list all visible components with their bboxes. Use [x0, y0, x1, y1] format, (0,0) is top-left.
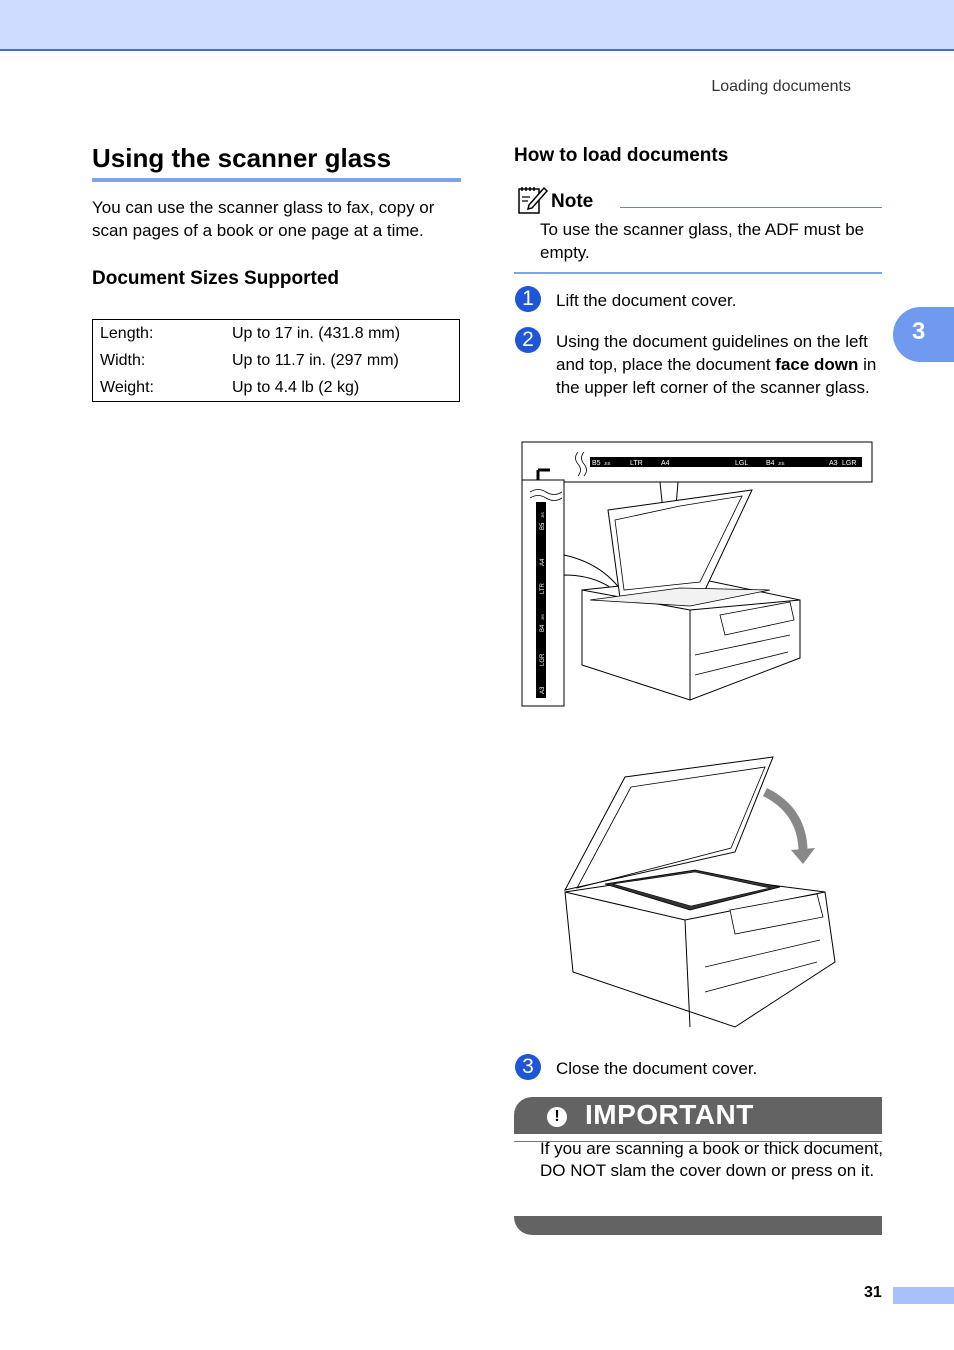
note-pencil-icon: [518, 186, 549, 214]
important-footer-bar: [514, 1216, 882, 1235]
guide-label: JIS: [540, 614, 545, 620]
page-tab: [893, 1287, 954, 1304]
size-value: Up to 11.7 in. (297 mm): [232, 351, 399, 369]
running-head: Loading documents: [711, 78, 851, 95]
size-value: Up to 4.4 lb (2 kg): [232, 378, 360, 396]
table-row: Width: Up to 11.7 in. (297 mm): [93, 347, 460, 374]
intro-paragraph: You can use the scanner glass to fax, co…: [92, 198, 435, 240]
guide-label: A4: [540, 558, 546, 566]
important-text: If you are scanning a book or thick docu…: [540, 1139, 884, 1180]
size-value: Up to 17 in. (431.8 mm): [232, 324, 401, 342]
important-bar: [514, 1097, 882, 1134]
step-2-text: Using the document guidelines on the lef…: [556, 330, 886, 399]
important-rule: [514, 1141, 882, 1142]
guide-label: LGR: [842, 460, 856, 467]
note-rule: [620, 207, 882, 208]
guide-label: B5: [592, 460, 601, 467]
chapter-number: 3: [912, 318, 926, 345]
step-2-bold: face down: [775, 355, 859, 374]
guide-label: LTR: [630, 460, 643, 467]
note-label: Note: [551, 191, 594, 212]
guide-label: A3: [540, 686, 546, 694]
table-row: Weight: Up to 4.4 lb (2 kg): [93, 374, 460, 402]
guide-label: A4: [661, 460, 670, 467]
step-3-badge: 3: [515, 1054, 541, 1080]
important-label: IMPORTANT: [585, 1099, 754, 1130]
step-1-badge: 1: [515, 286, 541, 312]
size-label: Length:: [100, 324, 154, 342]
guide-label: B4: [766, 460, 775, 467]
step-2-text-before: Using the document guidelines on the lef…: [556, 332, 868, 374]
guide-label: LTR: [540, 582, 546, 594]
guide-label: LGL: [735, 460, 748, 467]
section-title: Using the scanner glass: [92, 143, 392, 173]
step-2-badge: 2: [515, 327, 541, 353]
step-2-text-after: in the upper left corner of the scanner …: [556, 355, 877, 397]
guide-label: B5: [540, 522, 546, 530]
note-bottom-rule: [514, 272, 882, 274]
chapter-tab: [893, 307, 954, 362]
size-label: Weight:: [100, 378, 154, 396]
guide-label: A3: [829, 460, 838, 467]
guide-label: JIS: [540, 512, 545, 518]
size-label: Width:: [100, 351, 146, 369]
table-row: Length: Up to 17 in. (431.8 mm): [93, 320, 460, 348]
guide-label: B4: [540, 624, 546, 632]
sizes-heading: Document Sizes Supported: [92, 268, 340, 289]
scanner-closing-illustration: [564, 756, 836, 1028]
top-banner: [0, 0, 954, 51]
step-3-text: Close the document cover.: [556, 1059, 758, 1078]
page-number: 31: [864, 1284, 882, 1301]
warning-icon: !: [547, 1107, 567, 1127]
note-text: To use the scanner glass, the ADF must b…: [540, 220, 865, 262]
step-1-text: Lift the document cover.: [556, 291, 737, 310]
scanner-open-illustration: B5 JIS LTR A4 LGL B4 JIS A3 LGR B5 JIS A…: [521, 441, 873, 707]
guide-label: LGR: [540, 653, 546, 666]
guide-label: JIS: [778, 461, 785, 466]
guide-label: JIS: [604, 461, 611, 466]
how-to-heading: How to load documents: [514, 145, 729, 166]
sizes-table: Length: Up to 17 in. (431.8 mm) Width: U…: [92, 319, 460, 402]
title-underline: [92, 178, 461, 182]
